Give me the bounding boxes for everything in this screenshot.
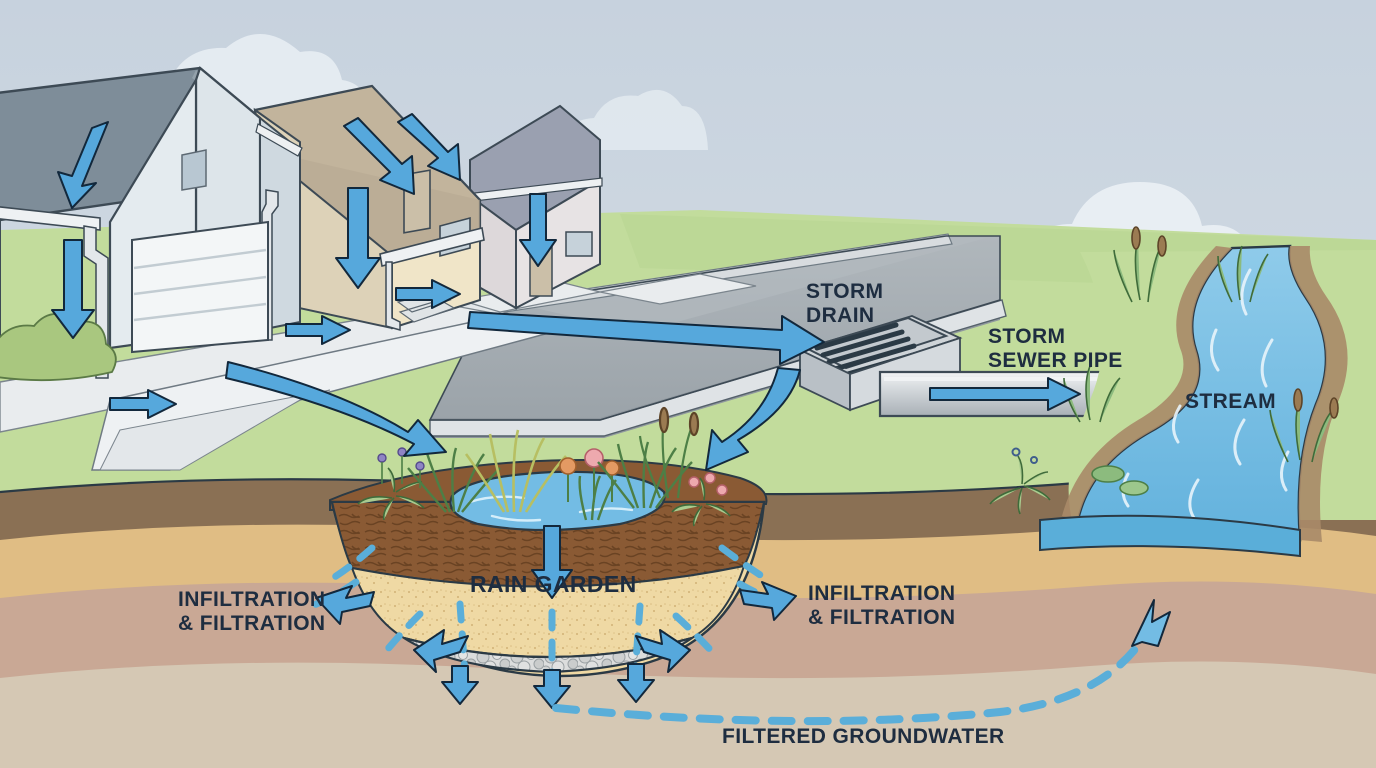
- garage-door: [131, 220, 269, 354]
- garage-door-panels: [133, 248, 267, 322]
- arrow-lawn-flow-1: [109, 389, 177, 419]
- arrow-percolate-down-left: [441, 665, 479, 705]
- arrow-downspout-house1: [51, 239, 95, 339]
- cattail-left: [1113, 226, 1167, 303]
- arrow-infiltration-left-lower: [413, 629, 469, 673]
- rg-plants: [357, 406, 731, 527]
- sidewalk-far-right: [599, 273, 757, 305]
- house1-gutter: [0, 206, 101, 231]
- rg-pink-flowers: [671, 472, 731, 527]
- stream-ripples: [1121, 268, 1290, 520]
- arrow-percolate-down-mid: [533, 669, 571, 709]
- stream-bank-right: [1289, 246, 1348, 542]
- flow-arrows: [51, 113, 1081, 599]
- infiltration-arrowheads: [315, 581, 797, 709]
- stream-bank-left: [1062, 246, 1232, 520]
- arrow-driveway-curve-to-garden: [225, 361, 447, 457]
- arrow-roof-runoff-house3: [519, 193, 557, 267]
- arrow-percolate-down-right: [617, 663, 655, 703]
- house3-window: [565, 231, 593, 257]
- arrow-roof-runoff-house2-a: [343, 117, 415, 195]
- arrow-driveway-to-street: [467, 311, 825, 365]
- lily-pads: [1091, 465, 1149, 496]
- arrow-roof-runoff-house1: [57, 121, 109, 209]
- street-outline: [428, 235, 1001, 421]
- groundwater-flow: [552, 636, 1146, 726]
- arrow-lawn-flow-2: [285, 315, 351, 345]
- arrow-pipe-flow: [929, 377, 1081, 411]
- rg-purple-flowers: [357, 447, 425, 521]
- lawn-plant-left-of-stream: [989, 447, 1051, 515]
- arrow-infiltration-right-lower: [635, 629, 691, 673]
- soil-pale: [0, 661, 1376, 768]
- rg-cattails-right: [638, 406, 700, 499]
- cloud-mid: [560, 89, 708, 150]
- shrub: [0, 313, 117, 382]
- arrow-infiltration-left: [315, 585, 375, 625]
- cattail-right-lower: [1269, 388, 1339, 463]
- grass-clump-right-upper: [1217, 245, 1269, 303]
- arrow-roof-runoff-house2-b: [397, 113, 461, 181]
- house1-attic-window: [181, 149, 207, 191]
- stream-pool-lower: [1039, 514, 1301, 558]
- rg-sedge-yellow: [464, 429, 567, 513]
- house-with-garage: [0, 66, 303, 379]
- rg-green-tuft-a: [407, 447, 501, 513]
- arrow-garden-percolation-top: [531, 525, 573, 599]
- stream-plants: [989, 226, 1339, 515]
- house-grey: [465, 104, 603, 310]
- arrow-street-to-rain-garden: [705, 367, 801, 471]
- arrow-downspout-house2: [335, 187, 381, 289]
- arrow-infiltration-right: [739, 581, 797, 621]
- house1-eave-right: [255, 123, 303, 157]
- house2-gutter: [379, 227, 485, 267]
- arrow-groundwater-to-stream: [1131, 599, 1171, 647]
- rg-water-grass: [578, 475, 617, 521]
- arrow-lawn-flow-3: [395, 279, 461, 309]
- house2-downspout: [385, 261, 401, 331]
